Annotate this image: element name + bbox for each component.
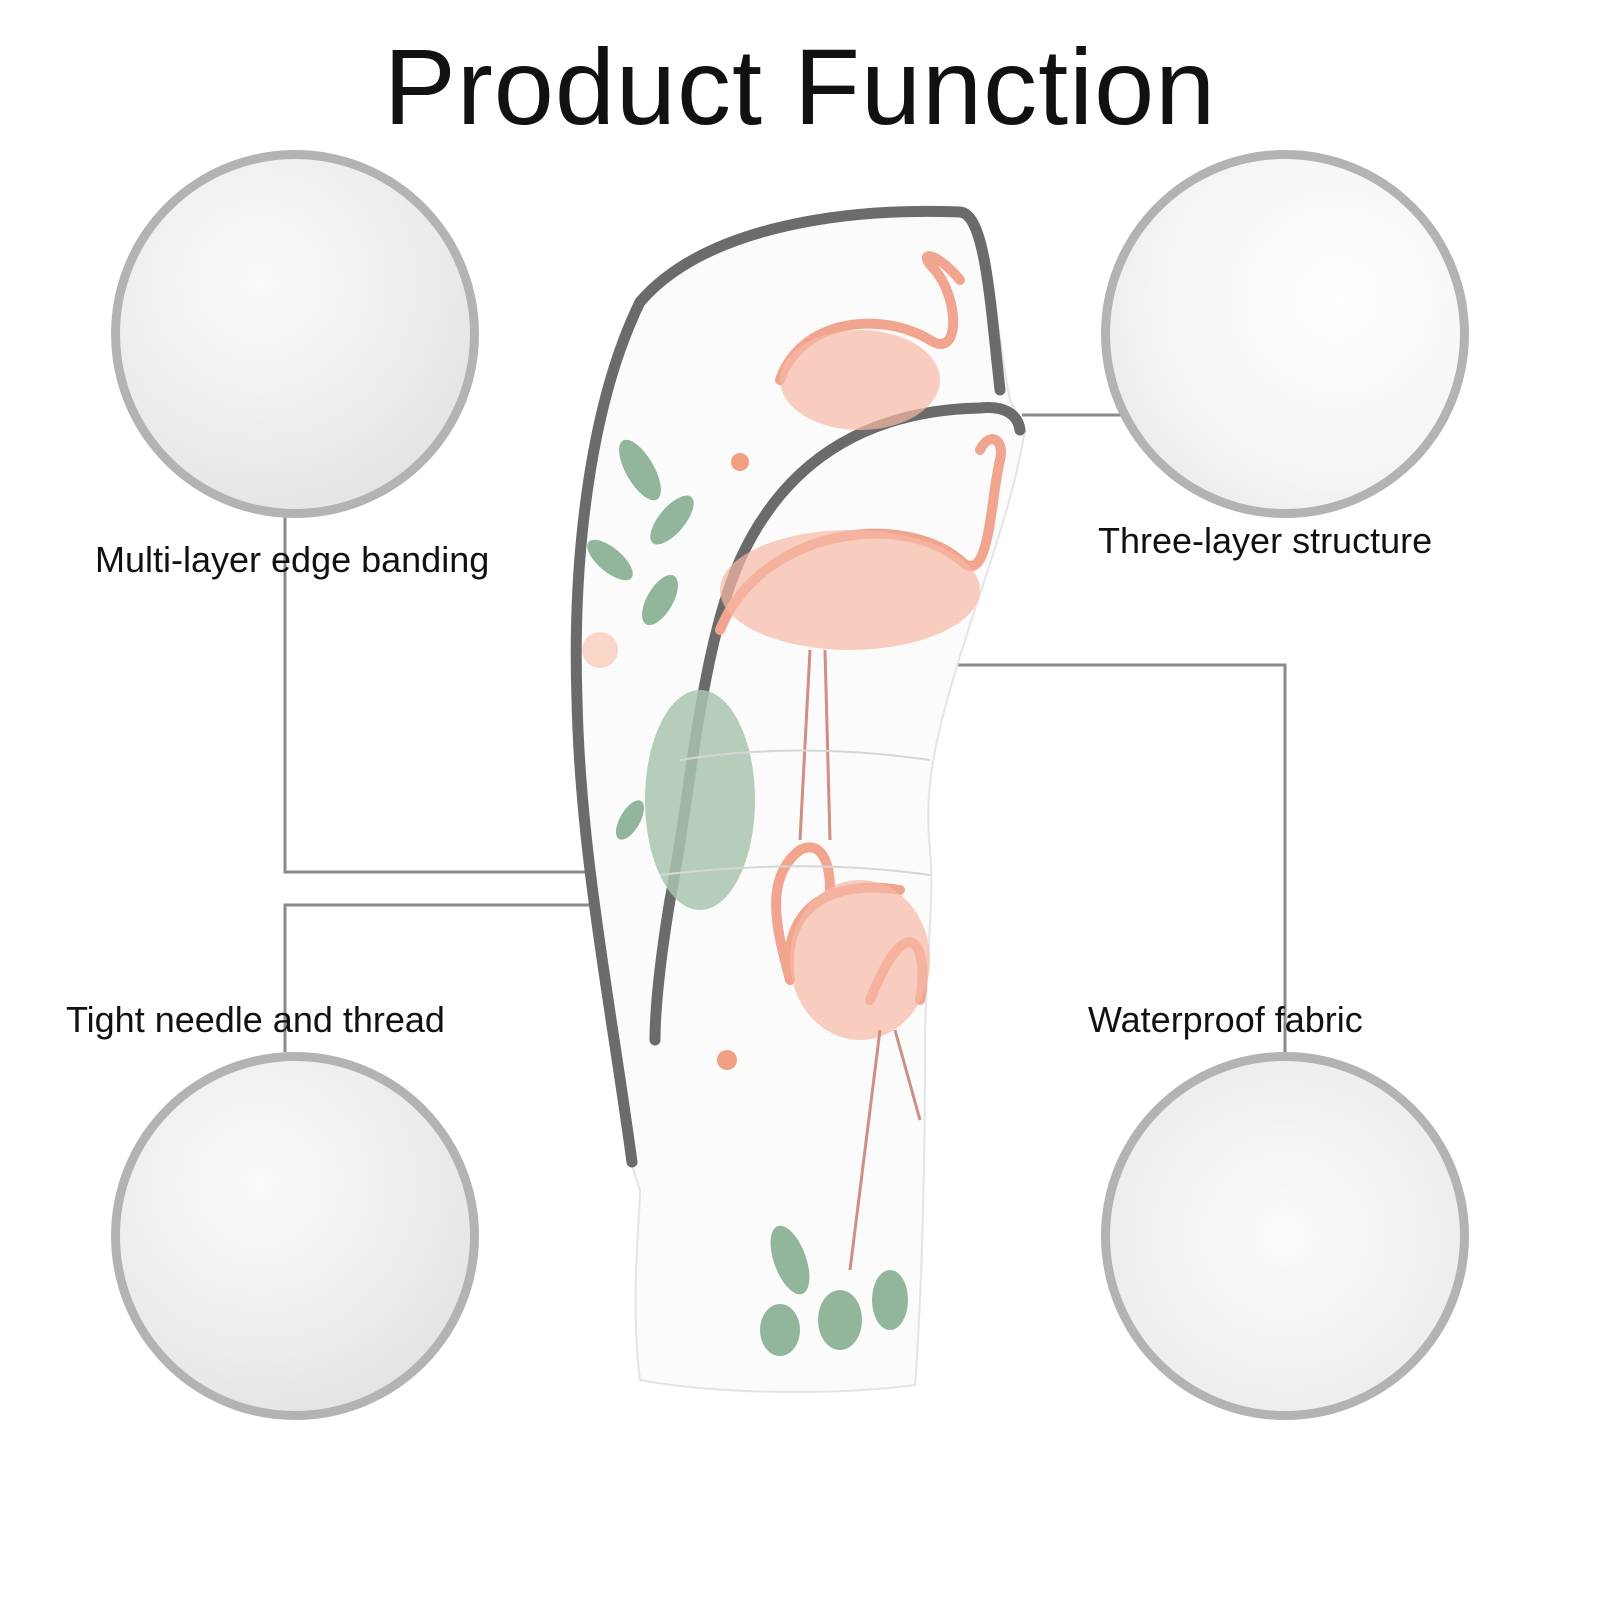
detail-circle-needle-thread <box>111 1052 479 1420</box>
connector-waterproof <box>900 663 1287 1056</box>
leaf-pattern <box>587 439 908 1356</box>
feature-label-three-layer: Three-layer structure <box>1098 520 1433 561</box>
connector-lines <box>283 413 1287 1056</box>
detail-circle-three-layer <box>1101 150 1469 518</box>
feature-label-needle-thread: Tight needle and thread <box>66 999 445 1040</box>
feature-label-edge-banding: Multi-layer edge banding <box>95 539 490 580</box>
feature-label-waterproof: Waterproof fabric <box>1088 999 1363 1040</box>
connector-edge-banding <box>283 513 592 874</box>
page-title: Product Function <box>383 26 1217 147</box>
connector-needle-thread <box>283 903 598 1052</box>
detail-circle-edge-banding <box>111 150 479 518</box>
flower-pattern <box>582 453 749 1070</box>
headcover <box>570 205 1027 1393</box>
detail-circle-waterproof <box>1101 1052 1469 1420</box>
